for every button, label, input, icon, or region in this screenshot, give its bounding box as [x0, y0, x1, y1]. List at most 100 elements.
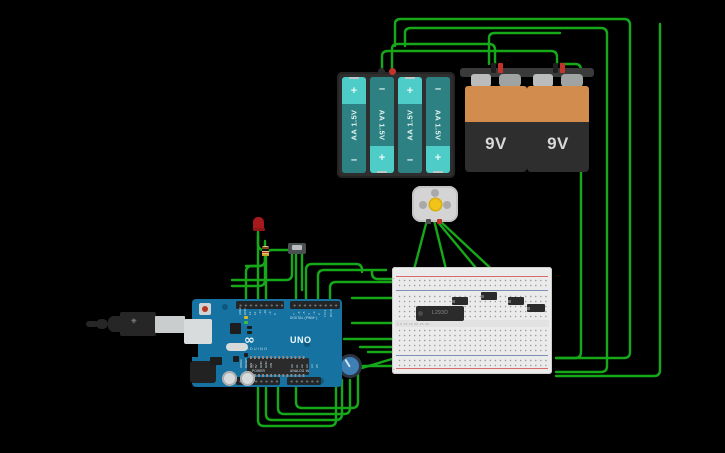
digital-pin-label: ~3 — [312, 311, 316, 315]
digital-pin-label: 13 — [248, 311, 252, 315]
usb-trident-icon: ⎈ — [131, 318, 137, 325]
battery-9v-2[interactable]: 9V — [522, 62, 594, 172]
power-rail-negative-top — [396, 290, 548, 291]
analog-header-label: ANALOG IN — [290, 369, 310, 373]
aa-nub — [349, 77, 359, 79]
breadboard-column-numbers: 1 5 10 15 20 25 30 — [397, 322, 430, 326]
battery-snap-negative — [471, 74, 491, 87]
power-rail-positive-top — [396, 276, 548, 277]
rail-plus-mark: + — [393, 276, 396, 280]
mounting-hole — [222, 304, 228, 310]
pushbutton-cap — [292, 245, 302, 250]
battery-cap — [460, 68, 532, 77]
pack-negative-terminal[interactable] — [378, 68, 385, 75]
digital-header-label: DIGITAL (PWM~) — [290, 316, 318, 320]
pack-positive-terminal[interactable] — [389, 68, 396, 75]
motor-mount-hole — [431, 189, 439, 197]
motor-mount-hole — [443, 201, 451, 209]
electrolytic-capacitor — [240, 371, 255, 386]
analog-pin-label: A2 — [300, 364, 304, 368]
power-rail-positive-bottom — [396, 368, 548, 369]
reset-button[interactable] — [199, 303, 211, 315]
digital-header-low[interactable] — [290, 301, 340, 309]
power-pin-label: GND — [264, 361, 268, 368]
digital-pin-label: 2 — [317, 313, 321, 315]
digital-pin-label: AREF — [238, 306, 242, 315]
aa-minus: – — [406, 154, 414, 166]
motor-terminal-positive[interactable] — [437, 219, 442, 224]
electrolytic-capacitor — [222, 371, 237, 386]
ic-part-label: L293D — [431, 309, 449, 316]
usb-controller-ic — [230, 323, 241, 334]
motor-mount-hole — [419, 201, 427, 209]
potentiometer[interactable] — [338, 354, 362, 378]
battery-terminal-negative[interactable] — [491, 63, 496, 73]
digital-pin-label: 12 — [253, 311, 257, 315]
breadboard-chip[interactable] — [452, 297, 468, 305]
resistor[interactable] — [262, 243, 269, 259]
smd-component — [247, 331, 252, 334]
aa-battery-pack[interactable]: + – AA 1.5V – + AA 1.5V + – AA 1.5V – + … — [337, 68, 455, 178]
aa-label: AA 1.5V — [349, 109, 359, 141]
terminal-strip-bottom[interactable] — [397, 328, 547, 353]
l293d-motor-driver-ic[interactable]: L293D — [416, 306, 464, 321]
digital-pin-label: 7 — [292, 313, 296, 315]
resistor-band — [262, 254, 269, 256]
motor-terminal-negative[interactable] — [426, 219, 431, 224]
battery-snap-negative — [533, 74, 553, 87]
battery-9v-1[interactable]: 9V — [460, 62, 532, 172]
aa-cap-top — [342, 77, 366, 104]
aa-cell[interactable]: + – AA 1.5V — [398, 77, 422, 173]
aa-label: AA 1.5V — [433, 109, 443, 141]
rail-holes-bottom[interactable] — [397, 358, 547, 368]
battery-body — [465, 122, 527, 172]
aa-cap-top — [398, 77, 422, 104]
aa-cell[interactable]: – + AA 1.5V — [370, 77, 394, 173]
breadboard-chip[interactable] — [527, 304, 545, 312]
rail-plus-mark: + — [393, 367, 396, 371]
battery-label-band — [465, 86, 527, 124]
mounting-hole — [318, 378, 324, 384]
mcu-legs — [250, 374, 306, 377]
power-led-indicator — [244, 321, 248, 324]
atmega328p-mcu — [247, 356, 309, 377]
aa-cap-bottom — [370, 146, 394, 173]
aa-cell[interactable]: + – AA 1.5V — [342, 77, 366, 173]
motor-shaft-gear-icon — [430, 199, 441, 210]
battery-terminal-positive[interactable] — [498, 63, 503, 73]
breadboard-chip[interactable] — [508, 297, 524, 305]
aa-cell[interactable]: – + AA 1.5V — [426, 77, 450, 173]
usb-cable-sleeve — [96, 319, 108, 329]
tx-led-indicator — [244, 316, 248, 319]
aa-nub — [405, 77, 415, 79]
analog-pin-label: A5 — [315, 364, 319, 368]
aa-minus: – — [350, 154, 358, 166]
battery-voltage-label: 9V — [547, 134, 569, 153]
resistor-band — [262, 249, 269, 251]
dc-motor[interactable] — [412, 186, 458, 224]
red-led[interactable] — [252, 217, 265, 234]
aa-plus: + — [406, 85, 414, 97]
usb-cable — [86, 321, 98, 327]
analog-header[interactable] — [287, 377, 321, 385]
arduino-uno-board[interactable]: DIGITAL (PWM~) AREF GND 13 12 ~11 ~10 ~9… — [184, 299, 342, 387]
power-header[interactable] — [236, 377, 280, 385]
usb-connector-shell[interactable] — [120, 312, 156, 336]
analog-pin-label: A1 — [295, 364, 299, 368]
crystal-oscillator — [226, 343, 248, 351]
pushbutton-switch[interactable] — [288, 243, 306, 254]
digital-pin-label: TX>1 — [323, 309, 327, 317]
power-pin-label: RESET — [244, 357, 248, 368]
barrel-power-jack[interactable] — [190, 361, 216, 383]
battery-terminal-positive[interactable] — [560, 63, 565, 73]
usb-b-jack[interactable] — [184, 319, 212, 344]
breadboard-chip[interactable] — [481, 292, 497, 300]
digital-header-high[interactable] — [236, 301, 284, 309]
usb-strain-relief — [108, 316, 122, 332]
battery-terminal-negative[interactable] — [553, 63, 558, 73]
center-gutter — [395, 320, 549, 327]
resistor-body — [262, 246, 269, 256]
battery-snap-positive — [561, 74, 583, 87]
rail-holes-top[interactable] — [397, 278, 547, 288]
